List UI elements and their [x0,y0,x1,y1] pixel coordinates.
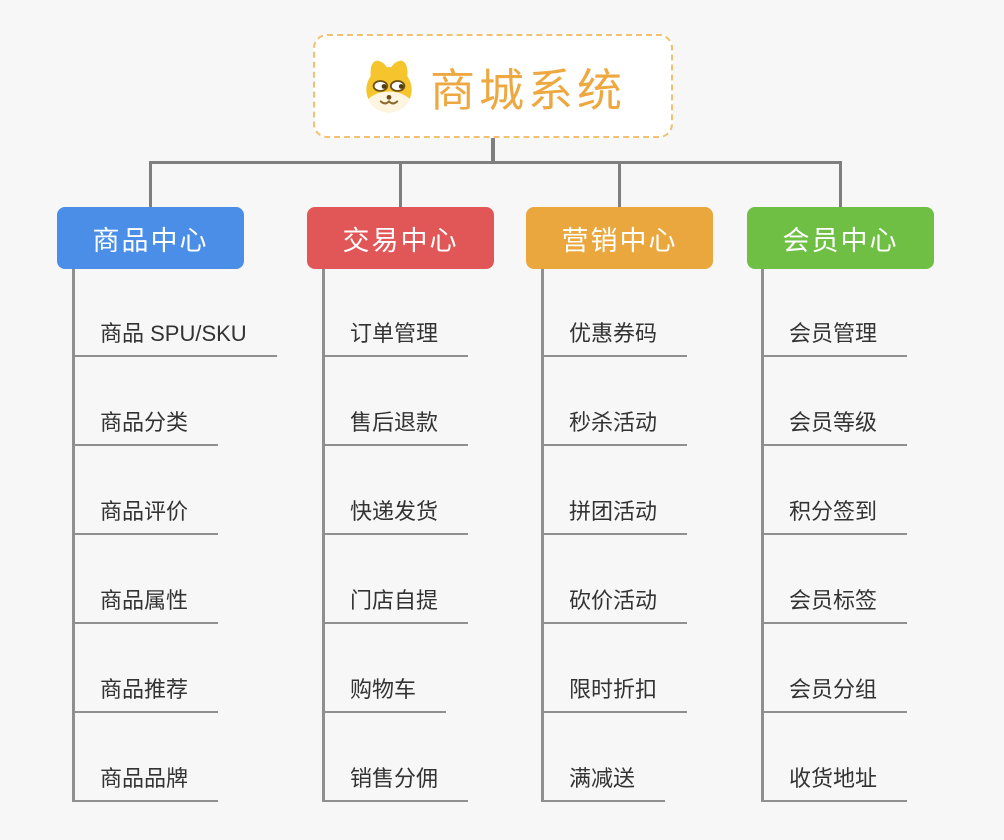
branch-column-product-center: 商品 SPU/SKU 商品分类 商品评价 商品属性 商品推荐 商品品牌 [72,269,322,802]
shiba-dog-icon [360,57,418,115]
leaf-item-product-brand[interactable]: 商品品牌 [75,768,219,802]
connector-drop-member [839,162,842,207]
leaf-item-bargain-activity[interactable]: 砍价活动 [544,590,688,624]
root-topic[interactable]: 商城系统 [313,34,673,138]
branch-node-member-center[interactable]: 会员中心 [747,207,934,269]
leaf-item-sales-commission[interactable]: 销售分佣 [325,768,469,802]
leaf-item-express-shipping[interactable]: 快递发货 [325,501,469,535]
connector-root-stub [491,138,495,164]
leaf-item-flash-sale[interactable]: 秒杀活动 [544,412,688,446]
leaf-item-member-tags[interactable]: 会员标签 [764,590,908,624]
branch-column-trade-center: 订单管理 售后退款 快递发货 门店自提 购物车 销售分佣 [322,269,572,802]
branch-node-trade-center[interactable]: 交易中心 [307,207,494,269]
leaf-item-product-category[interactable]: 商品分类 [75,412,219,446]
branch-node-product-center[interactable]: 商品中心 [57,207,244,269]
connector-drop-product [149,162,152,207]
leaf-item-points-checkin[interactable]: 积分签到 [764,501,908,535]
root-topic-title: 商城系统 [429,64,626,116]
leaf-item-spend-save[interactable]: 满减送 [544,768,666,802]
leaf-item-member-groups[interactable]: 会员分组 [764,679,908,713]
leaf-item-group-buy[interactable]: 拼团活动 [544,501,688,535]
connector-horizontal [149,161,842,164]
leaf-item-member-management[interactable]: 会员管理 [764,323,908,357]
leaf-item-product-recommend[interactable]: 商品推荐 [75,679,219,713]
leaf-item-product-spu-sku[interactable]: 商品 SPU/SKU [75,323,277,357]
connector-drop-marketing [618,162,621,207]
leaf-item-product-attribute[interactable]: 商品属性 [75,590,219,624]
leaf-item-member-level[interactable]: 会员等级 [764,412,908,446]
leaf-item-shipping-address[interactable]: 收货地址 [764,768,908,802]
connector-drop-trade [399,162,402,207]
leaf-item-limited-time-discount[interactable]: 限时折扣 [544,679,688,713]
branch-column-marketing-center: 优惠券码 秒杀活动 拼团活动 砍价活动 限时折扣 满减送 [541,269,791,802]
branch-node-marketing-center[interactable]: 营销中心 [526,207,713,269]
leaf-item-shopping-cart[interactable]: 购物车 [325,679,447,713]
leaf-item-store-pickup[interactable]: 门店自提 [325,590,469,624]
leaf-item-aftersale-refund[interactable]: 售后退款 [325,412,469,446]
leaf-item-order-management[interactable]: 订单管理 [325,323,469,357]
leaf-item-product-review[interactable]: 商品评价 [75,501,219,535]
branch-column-member-center: 会员管理 会员等级 积分签到 会员标签 会员分组 收货地址 [761,269,1004,802]
leaf-item-coupon-code[interactable]: 优惠券码 [544,323,688,357]
